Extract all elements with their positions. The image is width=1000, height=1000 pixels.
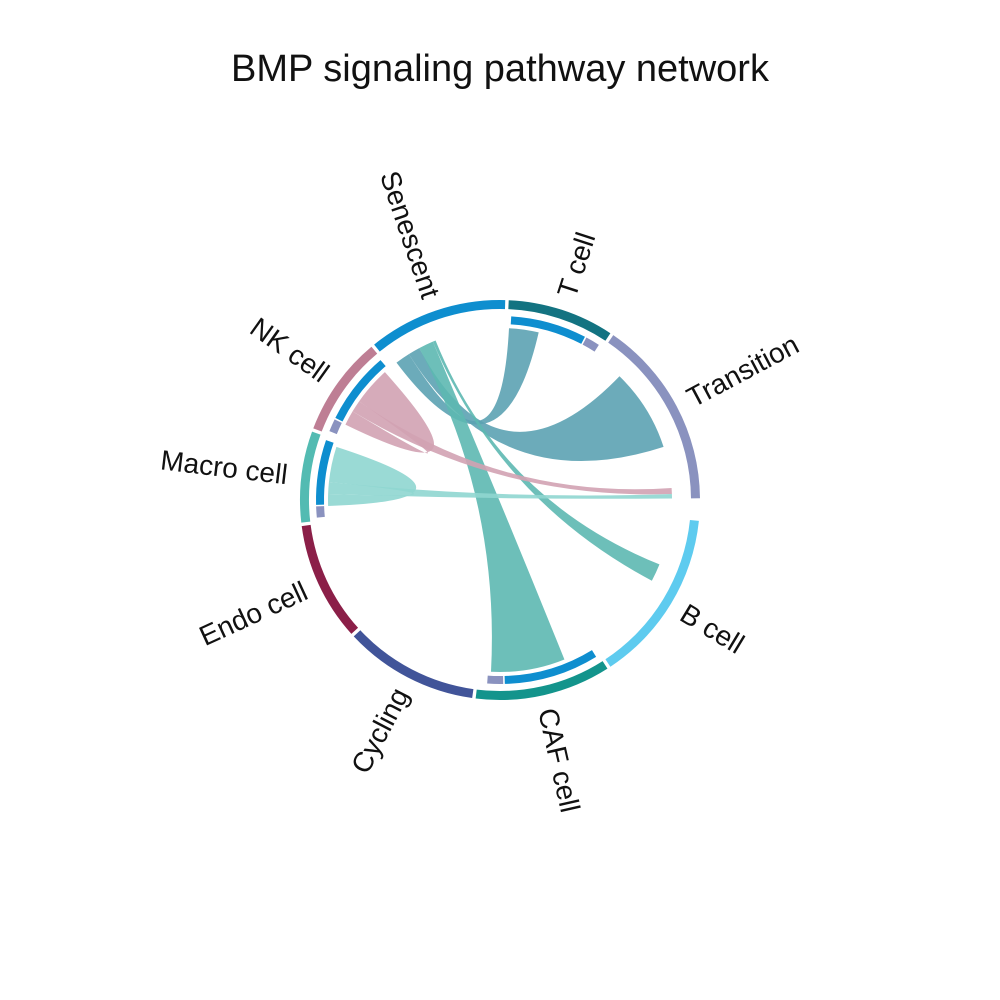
inner-bar-caf_cell-0 xyxy=(504,650,597,684)
link-macro_cell-to-macro_cell xyxy=(328,446,417,507)
sector-arc-endo_cell xyxy=(301,524,359,634)
sector-label-transition: Transition xyxy=(682,329,804,414)
link-nk_cell-to-transition xyxy=(352,401,672,495)
sector-label-nk_cell: NK cell xyxy=(245,312,335,389)
sector-label-senescent: Senescent xyxy=(374,167,446,302)
link-senescent-to-caf_cell xyxy=(419,341,565,672)
sector-arc-macro_cell xyxy=(300,431,321,523)
sector-label-t_cell: T cell xyxy=(551,229,601,302)
inner-bar-nk_cell-1 xyxy=(335,360,386,422)
sector-arc-t_cell xyxy=(508,300,611,341)
sector-arc-senescent xyxy=(374,300,506,352)
sector-label-endo_cell: Endo cell xyxy=(195,576,313,652)
sector-arc-nk_cell xyxy=(313,346,378,432)
link-senescent-to-b_cell xyxy=(432,340,660,581)
sector-label-macro_cell: Macro cell xyxy=(159,444,289,490)
sector-arc-cycling xyxy=(353,630,474,699)
inner-bar-nk_cell-0 xyxy=(329,419,342,435)
links-layer xyxy=(328,328,672,672)
sector-label-cycling: Cycling xyxy=(345,683,415,779)
link-senescent-to-t_cell xyxy=(396,328,539,425)
sector-arc-caf_cell xyxy=(475,661,608,700)
inner-bar-macro_cell-0 xyxy=(316,506,325,518)
link-macro_cell-to-transition xyxy=(328,482,672,499)
link-senescent-to-transition xyxy=(408,348,664,462)
sector-label-b_cell: B cell xyxy=(675,598,750,660)
outer-track-layer xyxy=(300,300,700,700)
link-nk_cell-to-nk_cell xyxy=(345,372,435,454)
sector-arc-b_cell xyxy=(605,519,699,667)
sector-arc-transition xyxy=(608,335,700,499)
inner-bar-macro_cell-1 xyxy=(316,440,334,505)
sector-label-caf_cell: CAF cell xyxy=(532,705,586,815)
inner-track-layer xyxy=(316,316,599,684)
inner-bar-t_cell-1 xyxy=(582,337,599,352)
chart-title: BMP signaling pathway network xyxy=(231,48,769,90)
inner-bar-t_cell-0 xyxy=(510,316,585,344)
inner-bar-caf_cell-1 xyxy=(487,675,504,684)
